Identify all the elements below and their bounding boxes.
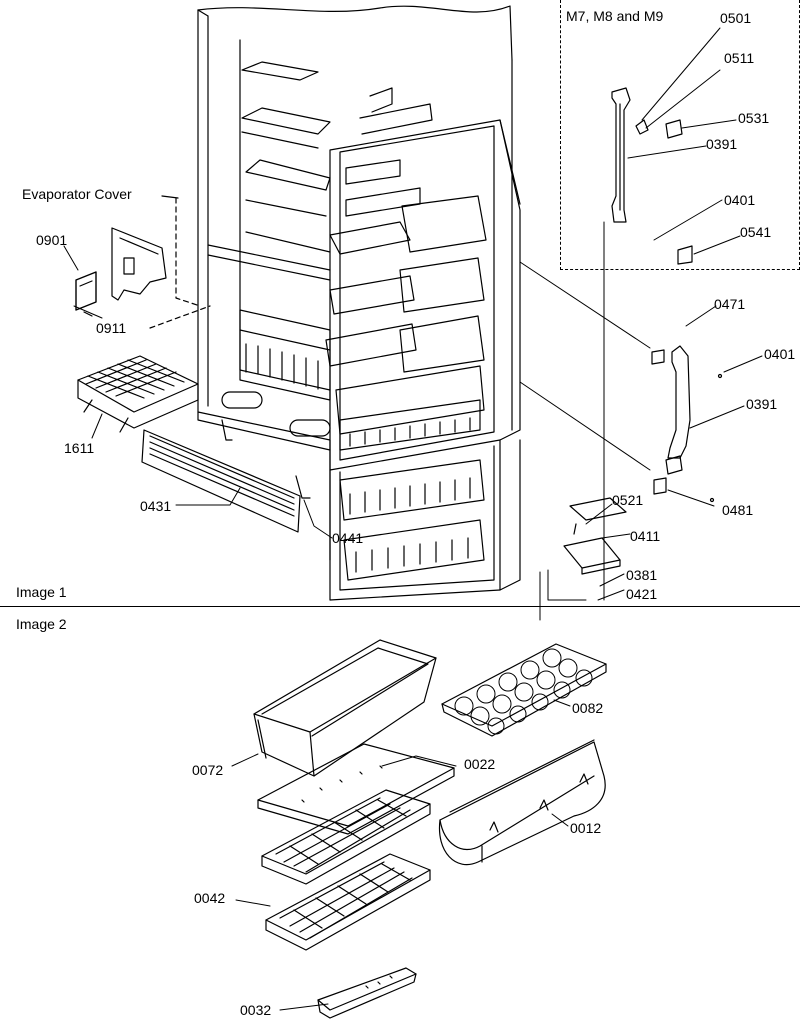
ice-cube-trays: [261, 789, 431, 951]
callout-0471: 0471: [714, 296, 746, 312]
callout-0481: 0481: [722, 502, 754, 518]
callout-0401-inset: 0401: [724, 192, 756, 208]
callout-0511: 0511: [724, 50, 755, 66]
callout-0421: 0421: [626, 586, 658, 602]
hinge-shims: [563, 497, 631, 575]
callout-0012: 0012: [570, 820, 602, 836]
callout-0521: 0521: [612, 492, 644, 508]
refrigerator-door: [325, 87, 521, 601]
evaporator-cover: [75, 195, 211, 329]
callout-0032: 0032: [240, 1002, 272, 1018]
inset-title: M7, M8 and M9: [566, 8, 664, 24]
callout-0411: 0411: [630, 528, 661, 544]
callout-0042: 0042: [194, 890, 226, 906]
callout-evaporator-cover: Evaporator Cover: [22, 186, 132, 202]
callout-0531: 0531: [738, 110, 770, 126]
callout-0391-inset: 0391: [706, 136, 738, 152]
ice-bucket: [253, 639, 437, 777]
callout-0441: 0441: [332, 530, 364, 546]
callout-1611: 1611: [64, 440, 95, 456]
section-label-image1: Image 1: [16, 584, 67, 600]
callout-0401: 0401: [764, 346, 796, 362]
tray-cover: [257, 743, 455, 835]
callout-0072: 0072: [192, 762, 224, 778]
ice-scoop: [317, 967, 417, 1019]
callout-0901: 0901: [36, 232, 68, 248]
inset-hinge-parts: [603, 27, 741, 601]
callout-0022: 0022: [464, 756, 496, 772]
callout-0501: 0501: [720, 10, 752, 26]
ice-bin-half-pipe: [438, 739, 606, 866]
callout-0381: 0381: [626, 567, 658, 583]
callout-0541: 0541: [740, 224, 772, 240]
callout-0391: 0391: [746, 396, 778, 412]
callout-0082: 0082: [572, 700, 604, 716]
leader-lines-image1: [63, 245, 651, 621]
egg-tray: [441, 643, 607, 737]
wire-shelf: [77, 355, 199, 433]
callout-0911: 0911: [96, 320, 127, 336]
section-divider: [0, 606, 800, 607]
callout-0431: 0431: [140, 498, 172, 514]
door-hinge-assembly: [651, 305, 763, 507]
section-label-image2: Image 2: [16, 616, 67, 632]
refrigerator-cabinet: [197, 5, 513, 561]
leader-lines-image2: [231, 699, 571, 1011]
toe-grille: [141, 419, 311, 533]
